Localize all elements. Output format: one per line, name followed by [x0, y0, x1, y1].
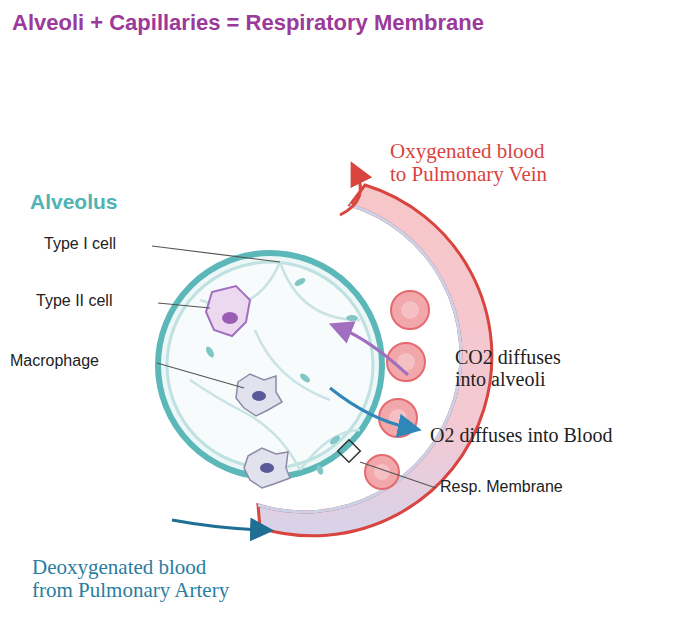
membrane-marker [338, 440, 361, 463]
part-label: Type I cell [44, 235, 116, 253]
flow-label: Oxygenated blood to Pulmonary Vein [390, 140, 555, 186]
part-label: Resp. Membrane [440, 478, 563, 496]
oxygenated-arrow [340, 172, 360, 215]
region-label: Alveolus [30, 190, 118, 213]
part-label: Macrophage [10, 352, 99, 370]
type-i-cells [204, 276, 358, 475]
flow-label: Deoxygenated blood from Pulmonary Artery [32, 556, 242, 602]
type-ii-cell [206, 286, 250, 336]
o2-arrow [330, 388, 410, 428]
macrophages [236, 374, 290, 488]
deoxygenated-arrow [172, 520, 262, 530]
process-label: CO2 diffuses into alveoli [455, 346, 590, 390]
process-label: O2 diffuses into Blood [430, 424, 612, 446]
alveolus-wall [158, 253, 382, 477]
co2-arrow [340, 328, 408, 375]
leader-lines [152, 246, 436, 488]
part-label: Type II cell [36, 292, 112, 310]
title: Alveoli + Capillaries = Respiratory Memb… [12, 10, 484, 36]
